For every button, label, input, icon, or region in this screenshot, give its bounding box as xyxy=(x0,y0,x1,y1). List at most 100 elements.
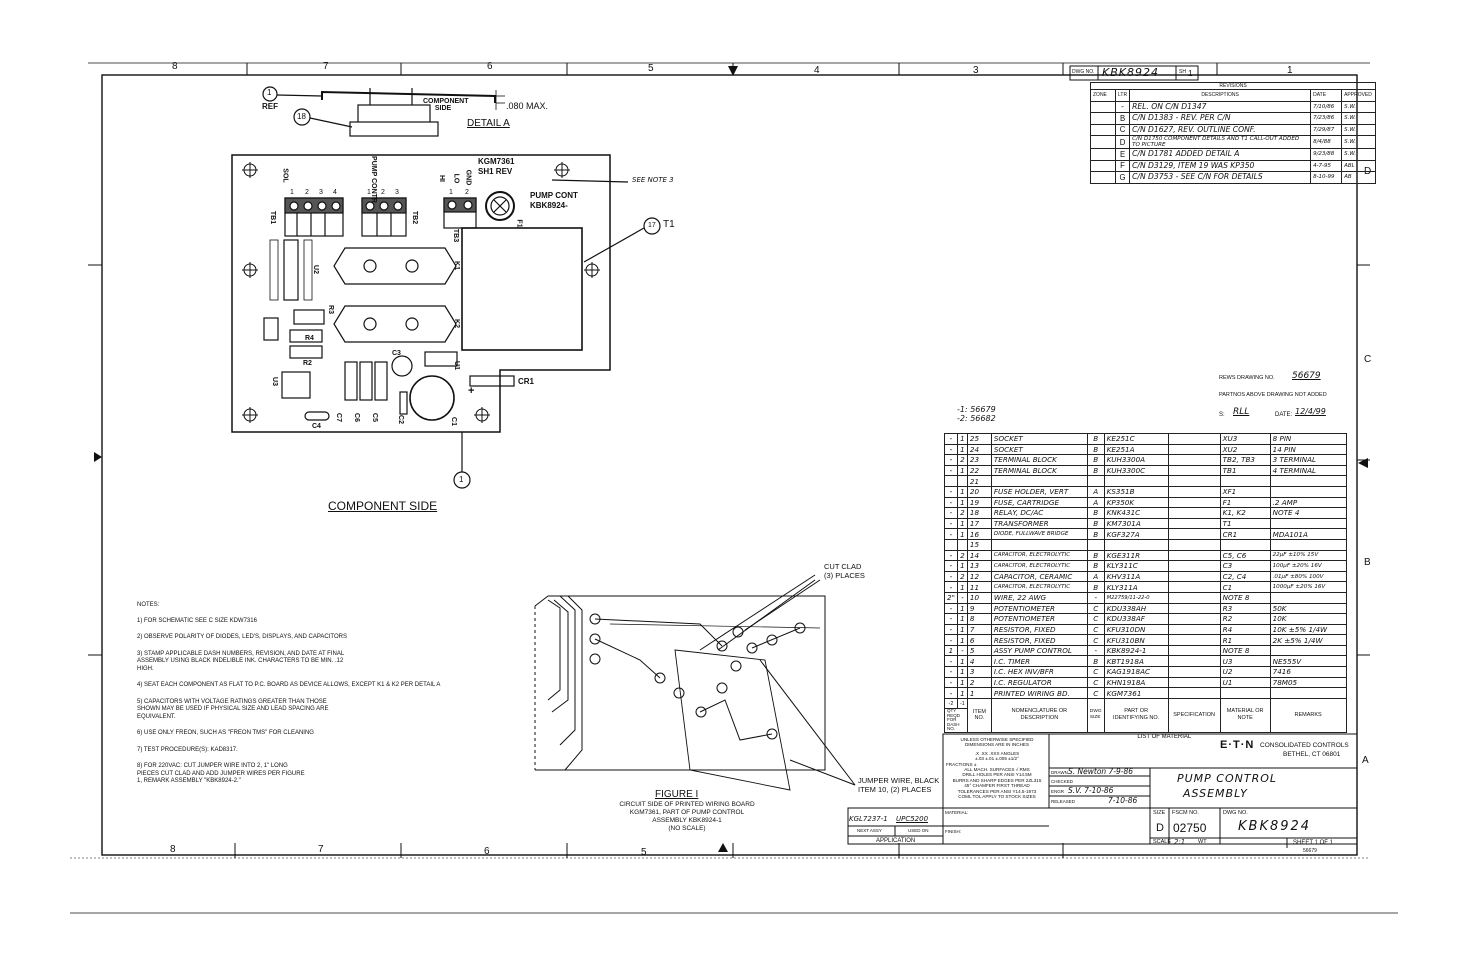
bom-item-no: 17 xyxy=(966,517,992,530)
dwg-no-header-value: KBK8924 xyxy=(1102,66,1159,79)
bom-material-note: U2 xyxy=(1219,666,1271,678)
drawn-value: S. Newton 7-9-86 xyxy=(1068,767,1134,776)
silk-tb1-pin4: 4 xyxy=(333,189,337,196)
cap-c1 xyxy=(409,375,455,421)
bom-specification xyxy=(1167,485,1221,498)
rev-letter: C xyxy=(1114,123,1131,136)
bom-header-remarks: REMARKS xyxy=(1269,697,1347,733)
bom-nomenclature: RESISTOR, FIXED xyxy=(990,623,1088,636)
bom-material-note: R1 xyxy=(1219,634,1271,646)
bom-dwg-size: B xyxy=(1086,464,1105,477)
bom-specification xyxy=(1167,517,1221,530)
bom-specification xyxy=(1167,613,1221,625)
company-name: CONSOLIDATED CONTROLS xyxy=(1260,742,1349,749)
bom-dash1-qty: 1 xyxy=(956,560,968,572)
silk-r3: R3 xyxy=(326,305,334,314)
bom-nomenclature: RELAY, DC/AC xyxy=(990,507,1088,519)
bom-dash1-qty: 1 xyxy=(956,613,968,625)
bom-nomenclature: ASSY PUMP CONTROL xyxy=(990,644,1088,657)
component-side-label: COMPONENT SIDE xyxy=(423,98,469,112)
bom-dash1-qty: - xyxy=(956,644,968,657)
silk-c6: C6 xyxy=(352,413,360,422)
bom-dash1-qty: 1 xyxy=(956,443,968,456)
bom-dash2-qty: - xyxy=(944,602,958,615)
bom-part-no: KE251C xyxy=(1103,433,1169,445)
bom-dash1-qty xyxy=(956,475,968,487)
bom-item-no: 25 xyxy=(966,433,992,445)
callout-ref-number: 1 xyxy=(267,88,272,97)
silk-tb1: TB1 xyxy=(269,210,277,225)
bom-nomenclature: TRANSFORMER xyxy=(990,517,1088,530)
bom-dash1-qty xyxy=(956,538,968,551)
bom-nomenclature: FUSE, CARTRIDGE xyxy=(990,496,1088,509)
rev-letter: G xyxy=(1114,171,1131,184)
bom-specification xyxy=(1167,528,1221,540)
bom-nomenclature xyxy=(990,475,1088,487)
bom-header-qty: QTY REQD FOR DASH NO. xyxy=(944,708,968,733)
zone-top-4: 4 xyxy=(814,65,820,76)
bom-part-no: KE251A xyxy=(1103,443,1169,456)
bom-part-no: KGE311R xyxy=(1103,549,1169,562)
ref-label: REF xyxy=(262,102,278,111)
bom-remarks: 4 TERMINAL xyxy=(1269,464,1347,477)
bom-item-no: 13 xyxy=(966,560,992,572)
bom-dwg-size: B xyxy=(1086,560,1105,572)
bom-item-no: 9 xyxy=(966,602,992,615)
board-sheet-label: SH1 REV xyxy=(478,167,513,176)
bom-part-no: KLY311A xyxy=(1103,581,1169,593)
bom-material-note: TB2, TB3 xyxy=(1219,454,1271,466)
frame-border xyxy=(101,74,1358,856)
zone-top-5: 5 xyxy=(648,63,654,74)
used-on-label: USED ON xyxy=(908,828,929,833)
drill-spec: DRILL HOLES PER ANSI Y14.5M xyxy=(962,772,1032,778)
ic-u2 xyxy=(283,239,299,301)
bom-material-note: K1, K2 xyxy=(1219,507,1271,519)
fuse-holder xyxy=(485,191,515,221)
bom-remarks: MDA101A xyxy=(1269,528,1347,540)
bom-item-no: 20 xyxy=(966,485,992,498)
bom-nomenclature: TERMINAL BLOCK xyxy=(990,454,1088,466)
bom-dash1-qty: 2 xyxy=(956,549,968,562)
bom-remarks: NE555V xyxy=(1269,655,1347,668)
zone-side-a: A xyxy=(1362,755,1369,766)
bom-part-no: KS351B xyxy=(1103,485,1169,498)
diode-cr1 xyxy=(469,375,515,387)
bom-remarks: 78M05 xyxy=(1269,676,1347,689)
bottom-ref-number: 56679 xyxy=(1303,848,1317,854)
bom-remarks: 100µF ±20% 16V xyxy=(1269,560,1347,572)
bom-dwg-size: B xyxy=(1086,433,1105,445)
rev-letter: F xyxy=(1114,159,1131,172)
sheet-header-label: SH xyxy=(1179,69,1186,75)
tolerance-header: .X .XX .XXX ANGLES xyxy=(974,750,1020,756)
figure-1-caption-line2: KGM7361, PART OF PUMP CONTROL xyxy=(629,809,745,816)
bom-part-no xyxy=(1103,475,1169,487)
bom-dash1-qty: 1 xyxy=(956,581,968,593)
silk-c2: C2 xyxy=(396,415,404,424)
rev-approved: S.W. xyxy=(1341,123,1377,136)
redraw-by-label: S: xyxy=(1219,412,1225,418)
note-4: 4) SEAT EACH COMPONENT AS FLAT TO P.C. B… xyxy=(137,682,441,688)
bom-dwg-size: B xyxy=(1086,443,1105,456)
bom-dash1-qty: 1 xyxy=(956,687,968,699)
bom-dash2-qty: - xyxy=(944,433,958,445)
silk-tb2-pin1: 1 xyxy=(367,189,371,196)
coml-tol: COML TOL APPLY TO STOCK SIZES xyxy=(958,794,1036,800)
checked-label: CHECKED xyxy=(1051,779,1074,784)
silk-c3: C3 xyxy=(392,350,401,357)
bom-nomenclature: I.C. HEX INV/BFR xyxy=(990,666,1088,678)
callout-17: 17 xyxy=(648,222,656,229)
bom-remarks: 7416 xyxy=(1269,666,1347,678)
bom-nomenclature: CAPACITOR, ELECTROLYTIC xyxy=(990,549,1088,562)
bom-part-no: KBK8924-1 xyxy=(1103,644,1169,657)
bom-header-item: ITEM NO. xyxy=(966,697,992,733)
transformer-t1 xyxy=(461,227,583,351)
bom-dash1-qty: 1 xyxy=(956,528,968,540)
bom-remarks: 1000µF ±20% 16V xyxy=(1269,581,1347,593)
scale-label: SCALE xyxy=(1153,839,1172,845)
rev-zone xyxy=(1090,148,1116,161)
